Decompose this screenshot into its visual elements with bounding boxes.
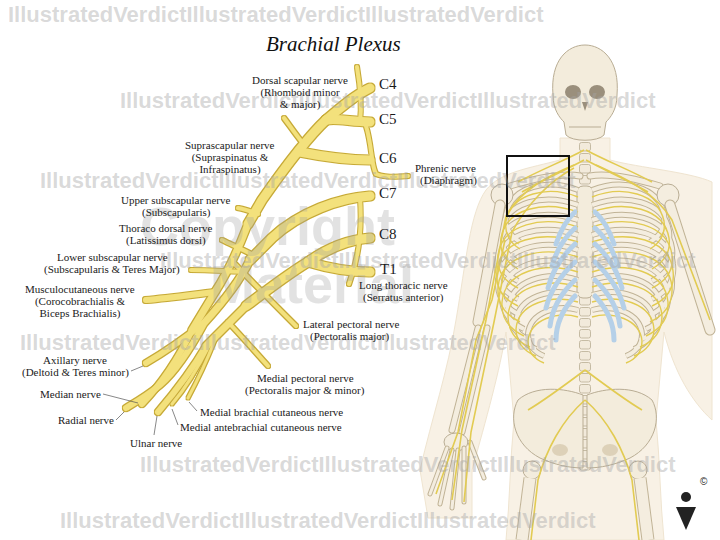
nerve-label: Radial nerve: [58, 414, 114, 426]
nerve-label: Thoraco dorsal nerve: [119, 222, 212, 234]
muscle-label: (Corocobrachialis & Biceps Brachialis): [31, 295, 129, 319]
watermark: IllustratedVerdictIllustratedVerdictIllu…: [40, 168, 576, 193]
muscle-label: (Deltoid & Teres minor): [22, 366, 129, 378]
skeleton-half: [528, 370, 585, 410]
copyright-mark: ©: [700, 476, 707, 487]
nerve-label: Upper subscapular nerve: [121, 194, 230, 206]
nerve-label: Axillary nerve: [43, 354, 107, 366]
skeleton-half: [585, 150, 679, 540]
muscle-label: (Serratus anterior): [363, 291, 443, 303]
leader-line: [172, 409, 178, 425]
nerve-label: Musculocutaneous nerve: [25, 283, 135, 295]
arm-nerves: [596, 165, 710, 320]
muscle-label: (Rhomboid minor & major): [258, 86, 342, 110]
spine-and-skull: [577, 186, 593, 298]
brand-logo: [676, 507, 696, 530]
root-label: C7: [379, 185, 397, 201]
nerve-label: Medial brachial cutaneous nerve: [200, 406, 343, 418]
nerve-label: Suprascapular nerve: [185, 139, 275, 151]
diagram-title: Brachial Plexus: [266, 32, 401, 56]
nerve-label: Lower subscapular nerve: [57, 251, 168, 263]
nerve-plexus: [300, 152, 370, 160]
brand-logo: [676, 492, 696, 530]
muscle-label: (Diaphragm): [420, 174, 477, 186]
skeleton-half: [556, 296, 575, 340]
nerve-label: Lateral pectoral nerve: [303, 318, 400, 330]
watermark: IllustratedVerdictIllustratedVerdictIllu…: [20, 330, 556, 355]
leader-line: [131, 366, 143, 371]
nerve-plexus: [284, 118, 305, 146]
nerve-label: Medial antebrachial cutaneous nerve: [180, 421, 342, 433]
root-label: C4: [379, 76, 397, 92]
root-label: C5: [379, 111, 397, 127]
nerve-plexus: [326, 119, 370, 122]
watermark: IllustratedVerdictIllustratedVerdictIllu…: [8, 2, 544, 27]
nerve-label: Phrenic nerve: [415, 162, 476, 174]
nerve-label: Medial pectoral nerve: [257, 372, 354, 384]
root-label: T1: [380, 261, 397, 277]
nerve-label: Ulnar nerve: [130, 437, 182, 449]
spine-and-skull: [569, 127, 601, 128]
root-label: C6: [379, 150, 397, 166]
brand-logo: [681, 492, 691, 502]
leader-line: [116, 412, 124, 420]
leader-line: [189, 402, 197, 411]
watermark: IllustratedVerdictIllustratedVerdictIllu…: [140, 452, 676, 477]
leader-line: [154, 416, 157, 435]
muscle-label: (Pectoralis major): [310, 330, 389, 342]
watermark: IllustratedVerdictIllustratedVerdictIllu…: [60, 508, 596, 533]
root-label: C8: [379, 226, 397, 242]
muscle-label: (Latissimus dorsi): [126, 234, 206, 246]
nerve-plexus: [126, 67, 408, 412]
muscle-label: (Pectoralis major & minor): [245, 384, 364, 396]
skeleton-half: [546, 212, 575, 340]
nerve-plexus: [146, 292, 215, 300]
muscle-label: (Subscapularis & Teres Major): [44, 263, 180, 275]
nerve-label: Median nerve: [40, 388, 101, 400]
leader-line: [103, 394, 138, 403]
nerve-label: Dorsal scapular nerve: [252, 74, 348, 86]
muscle-label: (Subscapularis): [142, 206, 210, 218]
muscle-label: (Supraspinatus & Infraspinatus): [185, 151, 275, 175]
nerve-label: Long thoracic nerve: [359, 279, 448, 291]
